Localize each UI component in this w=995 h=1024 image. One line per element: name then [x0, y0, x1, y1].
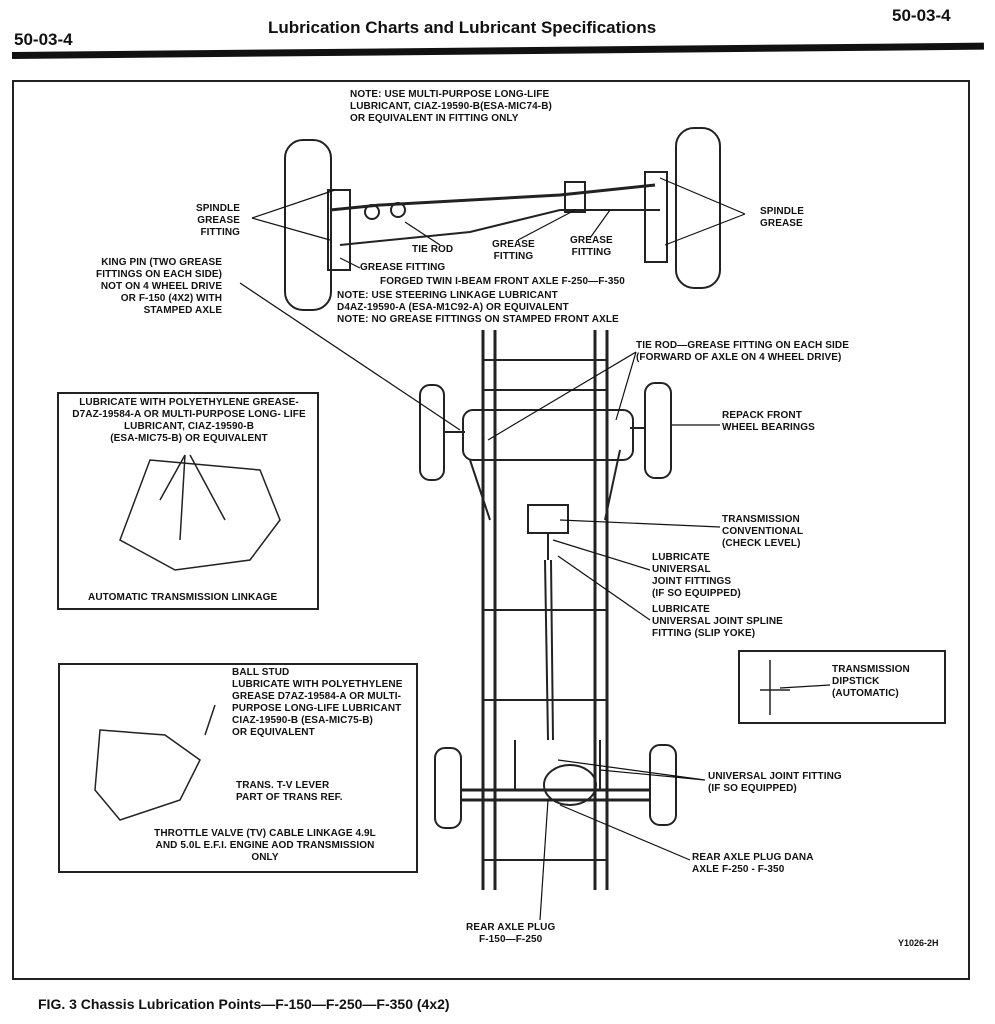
front-left-wheel — [419, 384, 445, 481]
label-repack-bearings: REPACK FRONT WHEEL BEARINGS — [722, 410, 815, 433]
transmission — [527, 504, 569, 534]
label-universal-joint-fitting: UNIVERSAL JOINT FITTING (IF SO EQUIPPED) — [708, 771, 842, 794]
label-lubricate-uj-fittings: LUBRICATE UNIVERSAL JOINT FITTINGS (IF S… — [652, 552, 741, 599]
figure-frame — [12, 80, 970, 980]
label-rear-axle-plug-dana: REAR AXLE PLUG DANA AXLE F-250 - F-350 — [692, 852, 814, 875]
label-transmission-conventional: TRANSMISSION CONVENTIONAL (CHECK LEVEL) — [722, 514, 804, 549]
throttle-title: THROTTLE VALVE (TV) CABLE LINKAGE 4.9L A… — [154, 828, 376, 863]
throttle-linkage-sketch — [94, 729, 201, 821]
label-grease-fitting-mid: GREASE FITTING — [492, 239, 535, 262]
rear-left-wheel — [434, 747, 462, 829]
rear-right-wheel — [649, 744, 677, 826]
front-suspension — [462, 409, 634, 461]
auto-linkage-title: AUTOMATIC TRANSMISSION LINKAGE — [88, 592, 278, 603]
label-forged-axle: FORGED TWIN I-BEAM FRONT AXLE F-250—F-35… — [380, 276, 625, 287]
page-number-left: 50-03-4 — [14, 30, 73, 49]
figure-caption: FIG. 3 Chassis Lubrication Points—F-150—… — [38, 996, 450, 1012]
figure-code: Y1026-2H — [898, 938, 939, 948]
label-rear-axle-plug: REAR AXLE PLUG F-150—F-250 — [466, 922, 556, 945]
left-spindle — [327, 189, 351, 271]
label-tie-rod: TIE ROD — [412, 244, 454, 255]
label-grease-fitting-low: GREASE FITTING — [360, 262, 446, 273]
dipstick-sketch — [760, 660, 790, 715]
auto-transmission-inset — [57, 392, 319, 610]
label-grease-fitting-right: GREASE FITTING — [570, 235, 613, 258]
right-spindle — [644, 171, 668, 263]
page-title: Lubrication Charts and Lubricant Specifi… — [268, 18, 657, 37]
front-axle-right-tire — [675, 127, 721, 289]
front-axle-left-tire — [284, 139, 332, 311]
driveshaft — [544, 533, 554, 741]
label-spindle-grease-fitting: SPINDLE GREASE FITTING — [196, 203, 241, 238]
label-lubricate-uj-spline: LUBRICATE UNIVERSAL JOINT SPLINE FITTING… — [652, 604, 783, 639]
auto-linkage-note: LUBRICATE WITH POLYETHYLENE GREASE- D7AZ… — [72, 397, 306, 444]
page-number-right: 50-03-4 — [892, 6, 951, 25]
rear-differential — [543, 764, 597, 806]
label-tie-rod-each-side: TIE ROD—GREASE FITTING ON EACH SIDE (FOR… — [636, 340, 849, 363]
label-spindle-grease-right: SPINDLE GREASE — [760, 206, 805, 229]
label-tv-lever: TRANS. T-V LEVER PART OF TRANS REF. — [236, 780, 343, 803]
note-steering: NOTE: USE STEERING LINKAGE LUBRICANT D4A… — [337, 290, 619, 325]
auto-transmission-sketch — [119, 459, 281, 571]
ball-stud-note: BALL STUD LUBRICATE WITH POLYETHYLENE GR… — [232, 667, 403, 738]
front-right-wheel — [644, 382, 672, 479]
pivot-bracket — [564, 181, 586, 213]
throttle-linkage-inset — [58, 663, 418, 873]
label-transmission-dipstick: TRANSMISSION DIPSTICK (AUTOMATIC) — [832, 664, 910, 699]
dipstick-inset — [738, 650, 946, 724]
rear-axle-tube — [461, 788, 650, 802]
label-king-pin: KING PIN (TWO GREASE FITTINGS ON EACH SI… — [96, 257, 223, 316]
note-top: NOTE: USE MULTI-PURPOSE LONG-LIFE LUBRIC… — [350, 89, 552, 124]
i-beam-axle — [329, 183, 656, 212]
